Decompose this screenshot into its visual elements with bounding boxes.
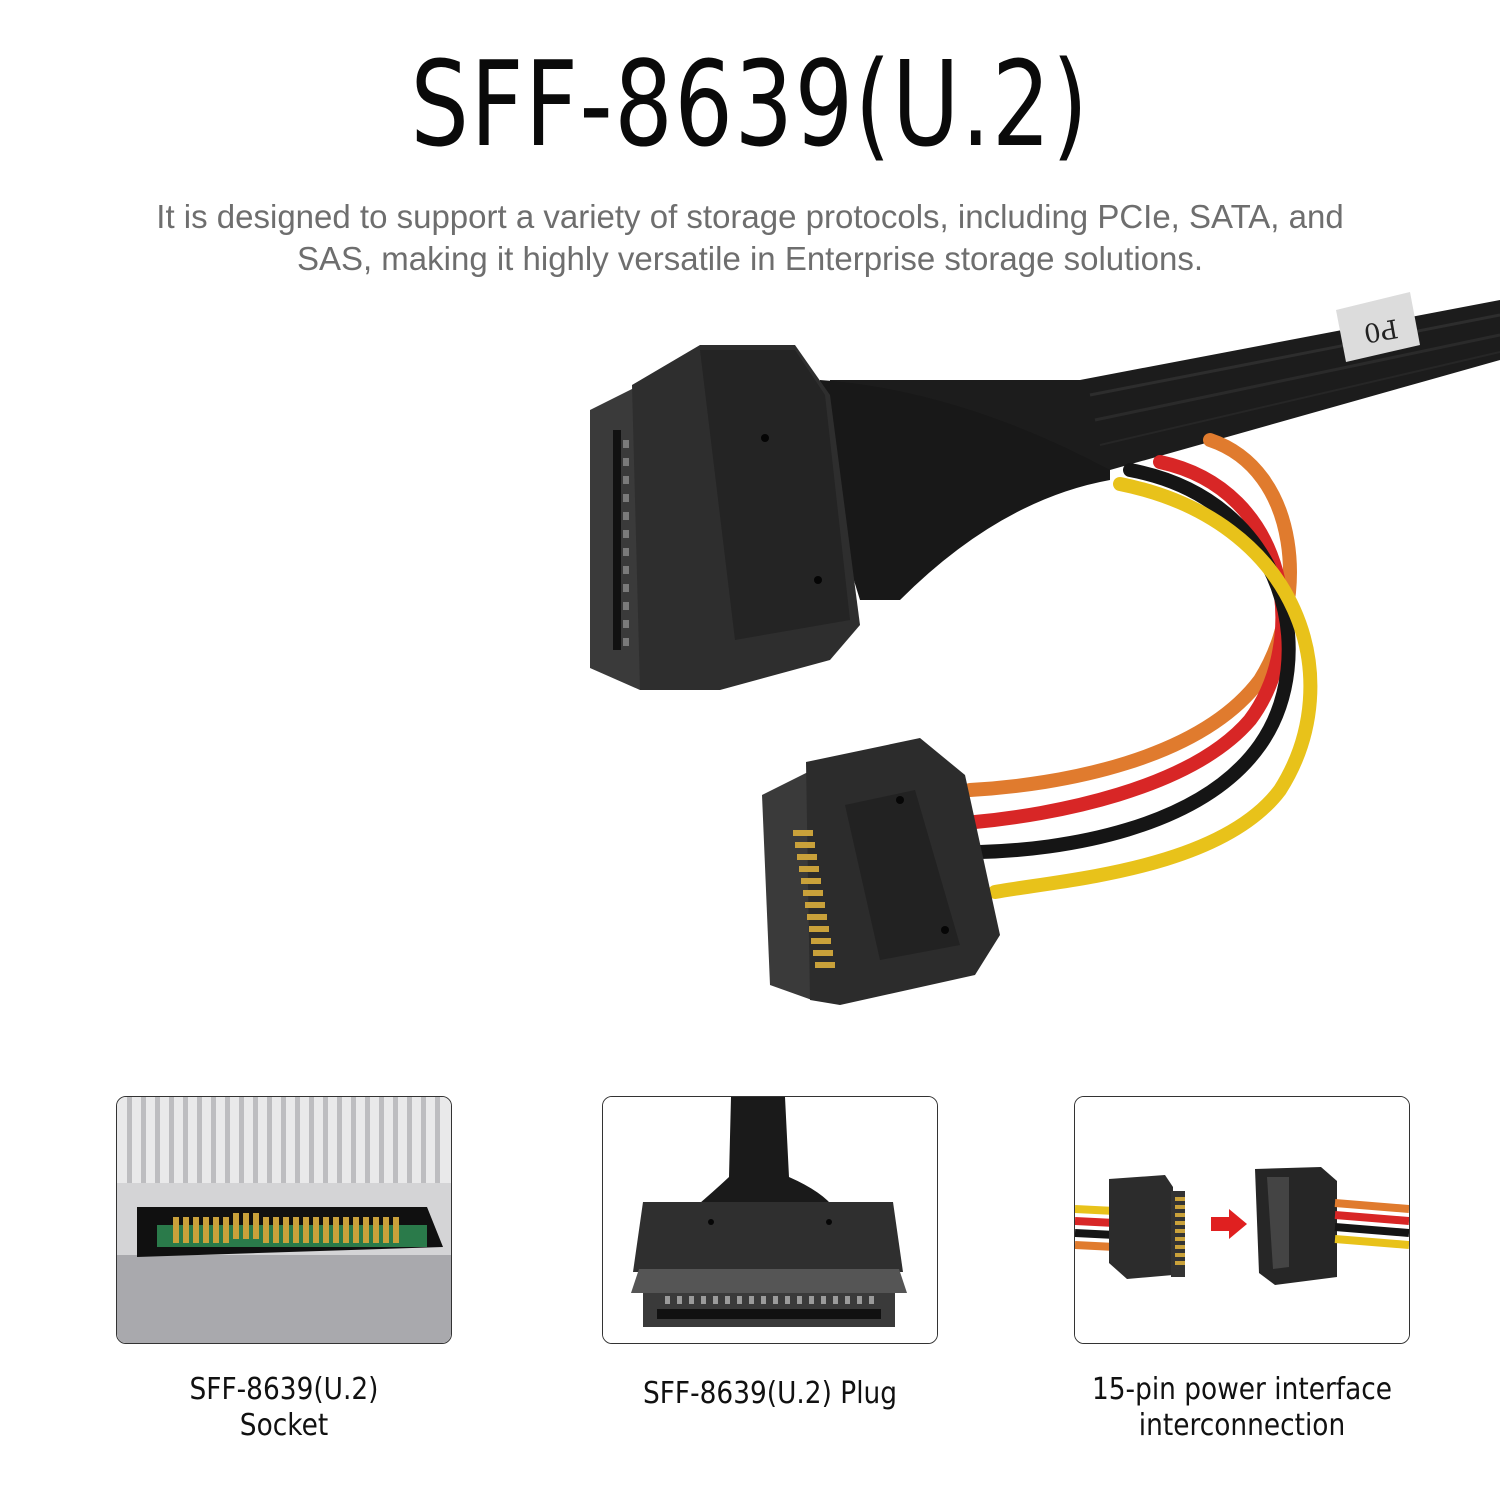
page-subtitle: It is designed to support a variety of s… xyxy=(156,198,1344,277)
plug-image xyxy=(603,1097,937,1343)
socket-caption-line1: SFF-8639(U.2) xyxy=(189,1372,379,1407)
plug-caption-line1: SFF-8639(U.2) Plug xyxy=(642,1376,898,1411)
socket-panel xyxy=(116,1096,452,1344)
power-caption-line2: interconnection xyxy=(1138,1408,1346,1443)
cable-illustration: P0 xyxy=(590,292,1500,1005)
power-image xyxy=(1075,1097,1409,1343)
socket-caption-line2: Socket xyxy=(239,1408,329,1443)
plug-panel xyxy=(602,1096,938,1344)
arrow-right-icon xyxy=(1211,1209,1247,1239)
power-caption: 15-pin power interface interconnection xyxy=(1073,1372,1411,1444)
cable-label: P0 xyxy=(1361,312,1400,347)
page-title: SFF-8639(U.2) xyxy=(410,35,1090,173)
plug-caption: SFF-8639(U.2) Plug xyxy=(603,1376,937,1412)
power-caption-line1: 15-pin power interface xyxy=(1091,1372,1393,1407)
u2-plug xyxy=(590,345,860,690)
sata-power-connector xyxy=(762,738,1000,1005)
socket-caption: SFF-8639(U.2) Socket xyxy=(136,1372,432,1444)
power-wires xyxy=(963,433,1318,899)
socket-image xyxy=(117,1097,451,1343)
label-sleeve xyxy=(1336,292,1420,362)
power-panel xyxy=(1074,1096,1410,1344)
